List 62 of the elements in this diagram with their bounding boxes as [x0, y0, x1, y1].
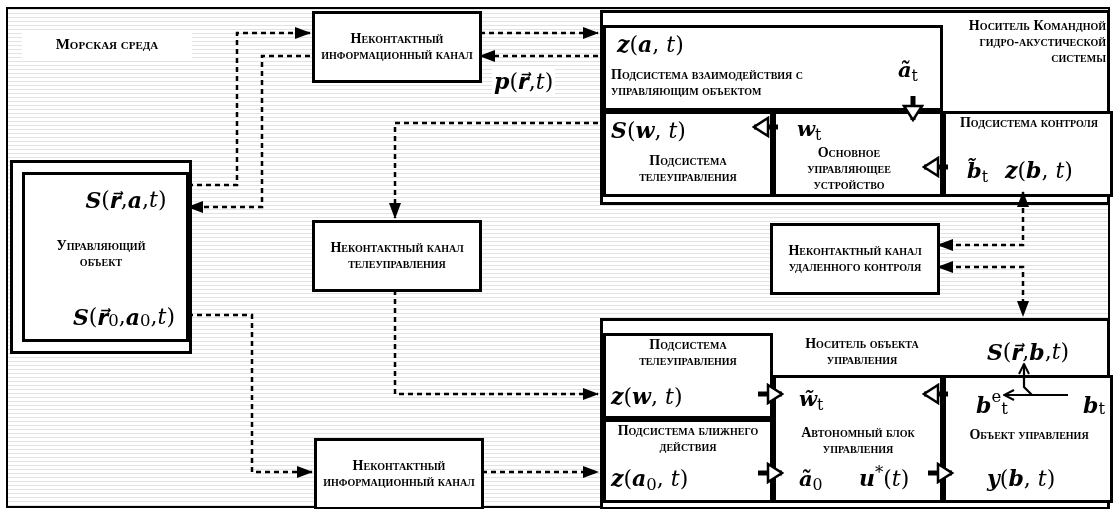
formula: y(b, t): [987, 464, 1057, 493]
formula: S(w, t): [611, 116, 687, 145]
box-label: Неконтактный информационный канал: [322, 458, 476, 490]
process-box: [943, 375, 1113, 503]
box-label: Управляющий объект: [55, 238, 147, 270]
box-label: Подсистема ближнего действия: [616, 423, 760, 455]
box-label: Подсистема взаимодействия с управляющим объектом: [611, 67, 805, 99]
process-box: [603, 25, 943, 111]
formula: S(r⃗$_{0}$,a$_{0}$,t): [55, 295, 193, 339]
process-box: [603, 333, 773, 419]
box-label: Автономный блок управления: [800, 425, 916, 457]
carrier-box: [600, 10, 1110, 205]
formula: b$_{t}$: [1076, 388, 1112, 422]
formula: z(a, t): [617, 30, 685, 59]
box-label: Неконтактный канал телеуправления: [329, 240, 465, 272]
process-box: [314, 438, 484, 509]
hollow-arrow: [902, 96, 924, 122]
process-box: [603, 111, 773, 197]
hollow-arrow: [928, 462, 954, 484]
process-box: [603, 419, 773, 503]
process-box: [770, 223, 940, 295]
process-box: [773, 111, 943, 197]
area-label: Морская среда: [22, 30, 192, 58]
hollow-arrow: [758, 383, 784, 405]
formula: z(w, t): [611, 382, 684, 411]
dashed-arrow: [482, 466, 599, 478]
process-box: [773, 375, 943, 503]
environment-frame: [6, 7, 1110, 508]
process-box: [312, 220, 482, 292]
formula: z(b, t): [1005, 156, 1074, 185]
dashed-arrow: [480, 27, 599, 39]
formula: S(r⃗,a,t): [59, 181, 193, 219]
box-label: Неконтактный канал удаленного контроля: [787, 243, 923, 275]
double-frame-box: [10, 160, 192, 354]
dashed-arrow: [389, 121, 598, 219]
box-label: Носитель объекта управления: [804, 336, 920, 368]
carrier-box: [600, 318, 1110, 509]
box-label: Неконтактный информационный канал: [320, 31, 474, 63]
dashed-arrow: [937, 191, 1029, 251]
formula: S(r⃗,b,t): [965, 335, 1091, 369]
edge-label: p(r⃗,t): [492, 66, 556, 97]
formula: w$_{t}$: [797, 115, 823, 143]
box-label: Подсистема телеуправления: [638, 337, 738, 369]
box-label: Подсистема телеуправления: [638, 153, 738, 185]
formula: w̃$_{t}$: [799, 385, 825, 413]
process-box: [943, 111, 1113, 197]
dashed-arrow: [937, 261, 1029, 317]
process-box: [312, 11, 482, 83]
formula: ã$_{0}$: [799, 465, 824, 493]
formula: b̃$_{t}$: [967, 157, 990, 185]
box-label: Основное управляющее устройство: [806, 145, 892, 193]
box-label: Носитель Командной гидро-акустической системы: [967, 18, 1106, 66]
hollow-arrow: [752, 116, 778, 138]
dashed-arrow: [479, 50, 598, 62]
dashed-arrow: [393, 290, 599, 400]
formula: z(a$_{0}$, t): [611, 464, 690, 494]
hollow-arrow: [758, 462, 784, 484]
box-label: Подсистема контроля: [959, 115, 1099, 131]
box-label: Объект управления: [968, 427, 1090, 443]
hollow-arrow: [922, 383, 948, 405]
hollow-arrow: [922, 156, 948, 178]
formula: u$^{*}$(t): [859, 463, 911, 493]
